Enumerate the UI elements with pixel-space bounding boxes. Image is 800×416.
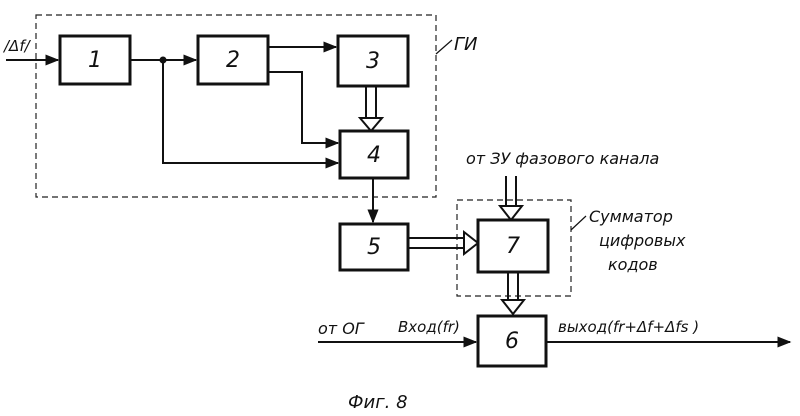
- gi-label: ГИ: [454, 34, 478, 55]
- adder-label-line3: кодов: [608, 255, 658, 274]
- block-5: 5: [340, 224, 408, 270]
- gi-leader-line: [436, 40, 452, 54]
- adder-leader-line: [571, 216, 586, 230]
- block-4-label: 4: [367, 143, 381, 168]
- from-og-label: от ОГ: [318, 319, 365, 338]
- bus-mem-7-head: [500, 206, 522, 220]
- line-2-4: [268, 72, 338, 143]
- bus-3-4-head: [360, 118, 382, 131]
- block-6: 6: [478, 316, 546, 366]
- block-5-label: 5: [367, 235, 381, 260]
- adder-label-line2: цифровых: [599, 231, 686, 250]
- block-3-label: 3: [366, 49, 380, 74]
- input-left-label: /Δf/: [2, 37, 32, 55]
- block-7: 7: [478, 220, 548, 272]
- input-name-label: Вход(fr): [398, 318, 460, 336]
- block-7-label: 7: [506, 234, 520, 259]
- block-1-label: 1: [88, 48, 102, 73]
- block-2: 2: [198, 36, 268, 84]
- adder-label-line1: Сумматор: [589, 207, 673, 226]
- figure-caption: Фиг. 8: [348, 392, 408, 413]
- bus-5-7-head: [464, 232, 478, 254]
- bus-7-6-head: [502, 300, 524, 314]
- output-name-label: выход(fr+Δf+Δfs ): [558, 318, 699, 336]
- block-1: 1: [60, 36, 130, 84]
- block-2-label: 2: [226, 48, 240, 73]
- block-3: 3: [338, 36, 408, 86]
- block-4: 4: [340, 131, 408, 178]
- block-6-label: 6: [505, 329, 519, 354]
- from-memory-label: от ЗУ фазового канала: [466, 149, 659, 168]
